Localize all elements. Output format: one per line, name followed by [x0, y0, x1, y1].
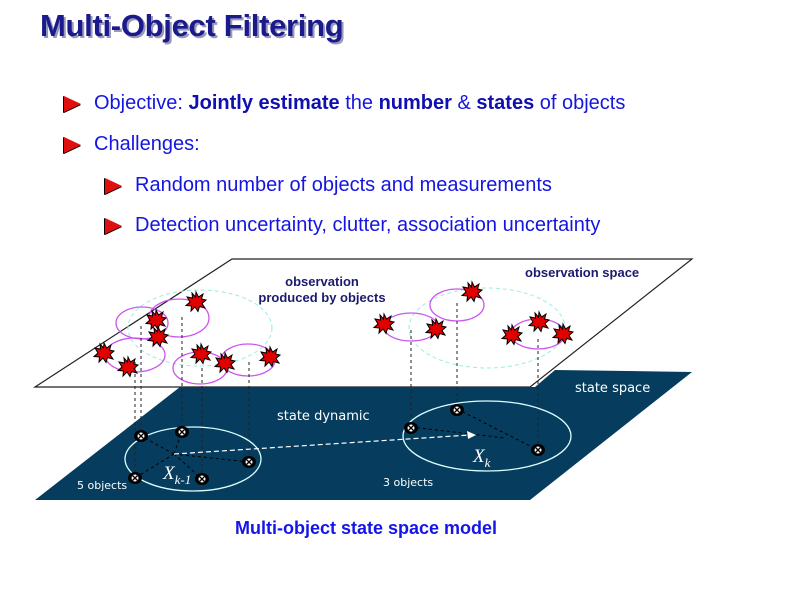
bullet-emphasis: number	[378, 92, 452, 114]
bullet-emphasis: states	[476, 92, 535, 114]
bullet-objective: Objective: Jointly estimate the number &…	[94, 92, 625, 115]
object-count-prev: 5 objects	[77, 479, 127, 492]
state-space-label: state space	[575, 381, 650, 396]
red-arrow-bullet-icon	[64, 96, 81, 112]
observation-space-label: observation space	[525, 265, 639, 280]
figure-caption: Multi-object state space model	[235, 518, 498, 538]
observation-label: observation	[285, 274, 359, 289]
state-dynamic-label: state dynamic	[277, 409, 370, 424]
bullet-text: &	[451, 92, 477, 114]
state-set-label-prev: Xk-1	[162, 463, 191, 487]
state-set-ellipse	[402, 400, 572, 472]
red-arrow-bullet-icon	[105, 218, 122, 234]
bullet-emphasis: Jointly estimate	[188, 92, 340, 114]
bullet-challenges: Challenges:	[94, 133, 200, 155]
observation-label: produced by objects	[258, 290, 385, 305]
slide-title: Multi-Object Filtering	[40, 8, 344, 43]
dynamic-arrow-head-icon	[467, 431, 476, 439]
state-set-label-current: Xk	[472, 446, 491, 470]
bullet-text: Objective:	[94, 92, 189, 114]
state-set-ellipse	[124, 426, 262, 492]
object-count-current: 3 objects	[383, 476, 433, 489]
bullet-text: the	[339, 92, 379, 114]
sub-bullet-random-number: Random number of objects and measurement…	[135, 174, 552, 196]
cluster-ellipse	[127, 289, 273, 367]
red-arrow-bullet-icon	[64, 137, 81, 153]
sub-bullet-detection-uncertainty: Detection uncertainty, clutter, associat…	[135, 214, 601, 236]
state-plane	[35, 370, 692, 500]
red-arrow-bullet-icon	[105, 178, 122, 194]
bullet-text: of objects	[534, 92, 626, 114]
